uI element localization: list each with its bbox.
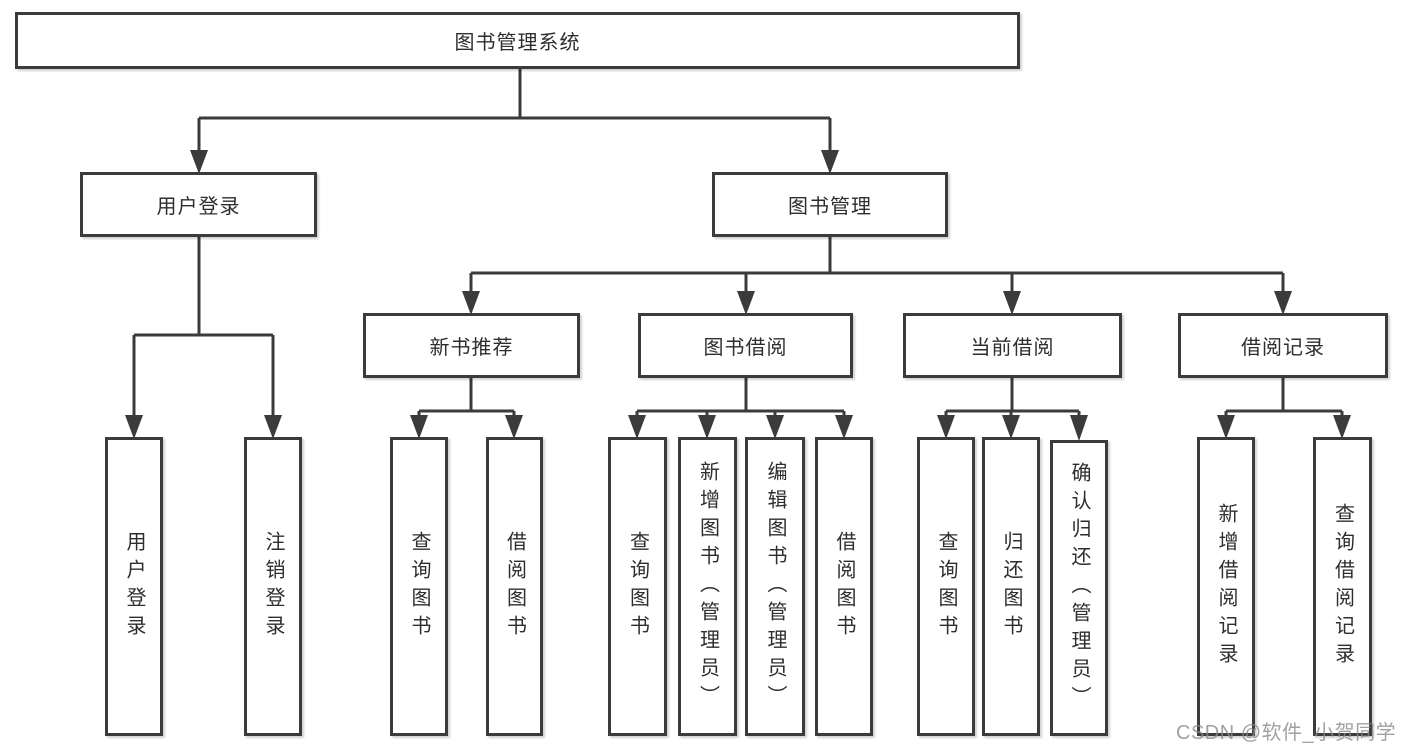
- node-label: 查询图书: [935, 530, 957, 643]
- leaf-borrow-query-books: 查询图书: [608, 437, 667, 736]
- node-label: 新增图书（管理员）: [696, 460, 719, 713]
- leaf-user-login: 用户登录: [105, 437, 163, 736]
- node-label: 注销登录: [262, 530, 284, 643]
- node-label: 查询图书: [626, 530, 649, 643]
- leaf-borrow-add-books-admin: 新增图书（管理员）: [678, 437, 737, 736]
- node-current-borrow: 当前借阅: [903, 313, 1122, 378]
- node-label: 归还图书: [1000, 530, 1022, 643]
- node-label: 编辑图书（管理员）: [764, 460, 786, 713]
- leaf-borrow-borrow-books: 借阅图书: [815, 437, 873, 736]
- leaf-current-return-books: 归还图书: [982, 437, 1040, 736]
- node-label: 用户登录: [123, 530, 145, 643]
- node-label: 图书管理系统: [454, 32, 581, 54]
- leaf-records-query-record: 查询借阅记录: [1313, 437, 1372, 736]
- node-label: 借阅图书: [833, 530, 855, 643]
- node-library-management-system: 图书管理系统: [15, 12, 1020, 69]
- node-new-book-recommend: 新书推荐: [363, 313, 580, 378]
- node-label: 当前借阅: [970, 337, 1055, 359]
- leaf-current-confirm-return-admin: 确认归还（管理员）: [1050, 440, 1108, 736]
- node-label: 确认归还（管理员）: [1068, 462, 1090, 714]
- node-book-management: 图书管理: [712, 172, 948, 237]
- arrowheads: [125, 150, 1351, 441]
- node-label: 图书管理: [788, 196, 872, 218]
- node-user-login: 用户登录: [80, 172, 317, 237]
- node-label: 借阅图书: [503, 530, 526, 643]
- leaf-current-query-books: 查询图书: [917, 437, 975, 736]
- node-borrow-records: 借阅记录: [1178, 313, 1388, 378]
- node-label: 查询图书: [408, 530, 430, 643]
- node-label: 查询借阅记录: [1331, 502, 1354, 671]
- leaf-borrow-edit-books-admin: 编辑图书（管理员）: [745, 437, 805, 736]
- leaf-records-add-record: 新增借阅记录: [1197, 437, 1255, 736]
- leaf-newbook-borrow-books: 借阅图书: [486, 437, 543, 736]
- node-book-borrow: 图书借阅: [638, 313, 853, 378]
- node-label: 新书推荐: [429, 337, 514, 359]
- node-label: 新增借阅记录: [1215, 502, 1237, 671]
- node-label: 图书借阅: [703, 337, 788, 359]
- leaf-newbook-query-books: 查询图书: [390, 437, 448, 736]
- node-label: 借阅记录: [1241, 337, 1325, 359]
- csdn-watermark: CSDN @软件_小贺同学: [1176, 722, 1397, 744]
- leaf-logout-login: 注销登录: [244, 437, 302, 736]
- node-label: 用户登录: [156, 196, 241, 218]
